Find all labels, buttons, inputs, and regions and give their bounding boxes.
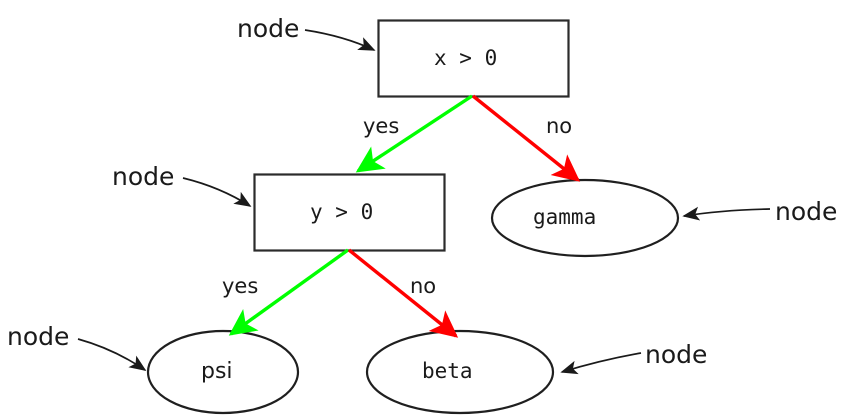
annot-arrow-gamma (682, 206, 771, 221)
node-root-box (377, 19, 570, 98)
annotation-label-beta: node (645, 340, 708, 369)
edge-label-yes-inner: yes (222, 274, 259, 298)
annot-arrow-inner (182, 177, 252, 207)
edge-inner-psi-yes (228, 248, 349, 336)
annot-arrow-root (304, 29, 376, 51)
edge-inner-beta-no (347, 248, 459, 338)
node-gamma-text: gamma (533, 205, 597, 229)
node-gamma-ellipse (490, 178, 680, 258)
edge-label-yes-root: yes (363, 114, 400, 138)
annot-arrow-beta (560, 352, 642, 375)
edge-root-inner-yes (355, 94, 473, 173)
node-psi-ellipse (146, 329, 300, 415)
annotation-label-root: node (237, 14, 300, 43)
annot-arrow-psi (77, 338, 147, 371)
annotation-label-gamma: node (775, 197, 838, 226)
node-beta-text: beta (422, 359, 473, 383)
node-inner-box (253, 173, 446, 252)
node-psi-text: psi (201, 359, 233, 384)
annotation-label-psi: node (7, 322, 70, 351)
edge-root-gamma-no (471, 94, 581, 182)
node-beta-ellipse (365, 329, 555, 415)
edge-label-no-root: no (546, 114, 573, 138)
node-root-text: x > 0 (434, 46, 498, 70)
node-inner-text: y > 0 (310, 200, 374, 224)
annotation-label-inner: node (112, 162, 175, 191)
edge-label-no-inner: no (410, 274, 437, 298)
